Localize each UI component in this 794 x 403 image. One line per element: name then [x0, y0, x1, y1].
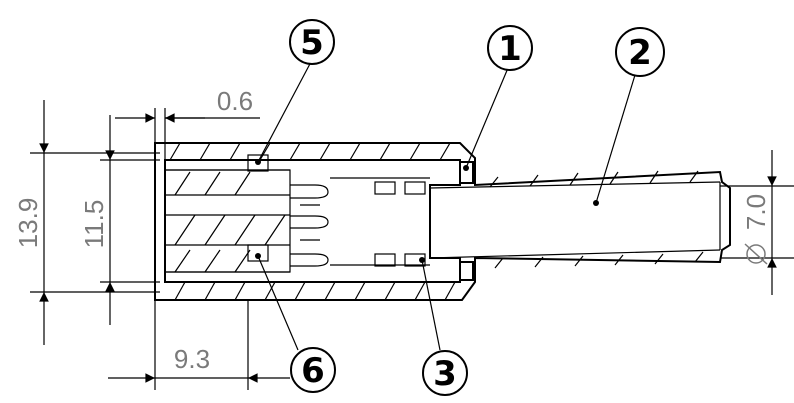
callout-2-label: 2 [628, 33, 652, 73]
inner-height-label: 11.5 [79, 200, 109, 249]
outlet-diameter-label: 7.0 [741, 194, 771, 230]
terminal-pins [290, 177, 430, 267]
dimension-inner-height: 11.5 [79, 115, 160, 325]
wall-offset-label: 0.6 [217, 86, 253, 116]
callout-1-label: 1 [498, 29, 522, 69]
callout-6-label: 6 [301, 351, 325, 391]
hatch-bottom-wall [174, 281, 456, 301]
diameter-symbol-icon [746, 244, 766, 264]
callout-1: 1 [463, 25, 533, 171]
hatch-outlet [489, 170, 704, 269]
housing-body [154, 142, 731, 301]
callout-3: 3 [419, 257, 468, 396]
seal-rings [459, 161, 474, 281]
callout-5-label: 5 [300, 23, 324, 63]
dimension-outlet-diameter: 7.0 [720, 150, 794, 295]
plug-insert [164, 154, 291, 273]
overall-height-label: 13.9 [13, 198, 43, 249]
dimension-insert-length: 9.3 [108, 300, 290, 390]
callout-6: 6 [255, 253, 336, 393]
callout-2: 2 [593, 27, 665, 206]
callout-5: 5 [255, 19, 335, 165]
hatch-top-wall [169, 143, 451, 161]
dimension-wall-offset: 0.6 [115, 86, 260, 160]
callout-3-label: 3 [433, 354, 457, 394]
insert-length-label: 9.3 [174, 344, 210, 374]
dimension-overall-height: 13.9 [13, 100, 160, 345]
